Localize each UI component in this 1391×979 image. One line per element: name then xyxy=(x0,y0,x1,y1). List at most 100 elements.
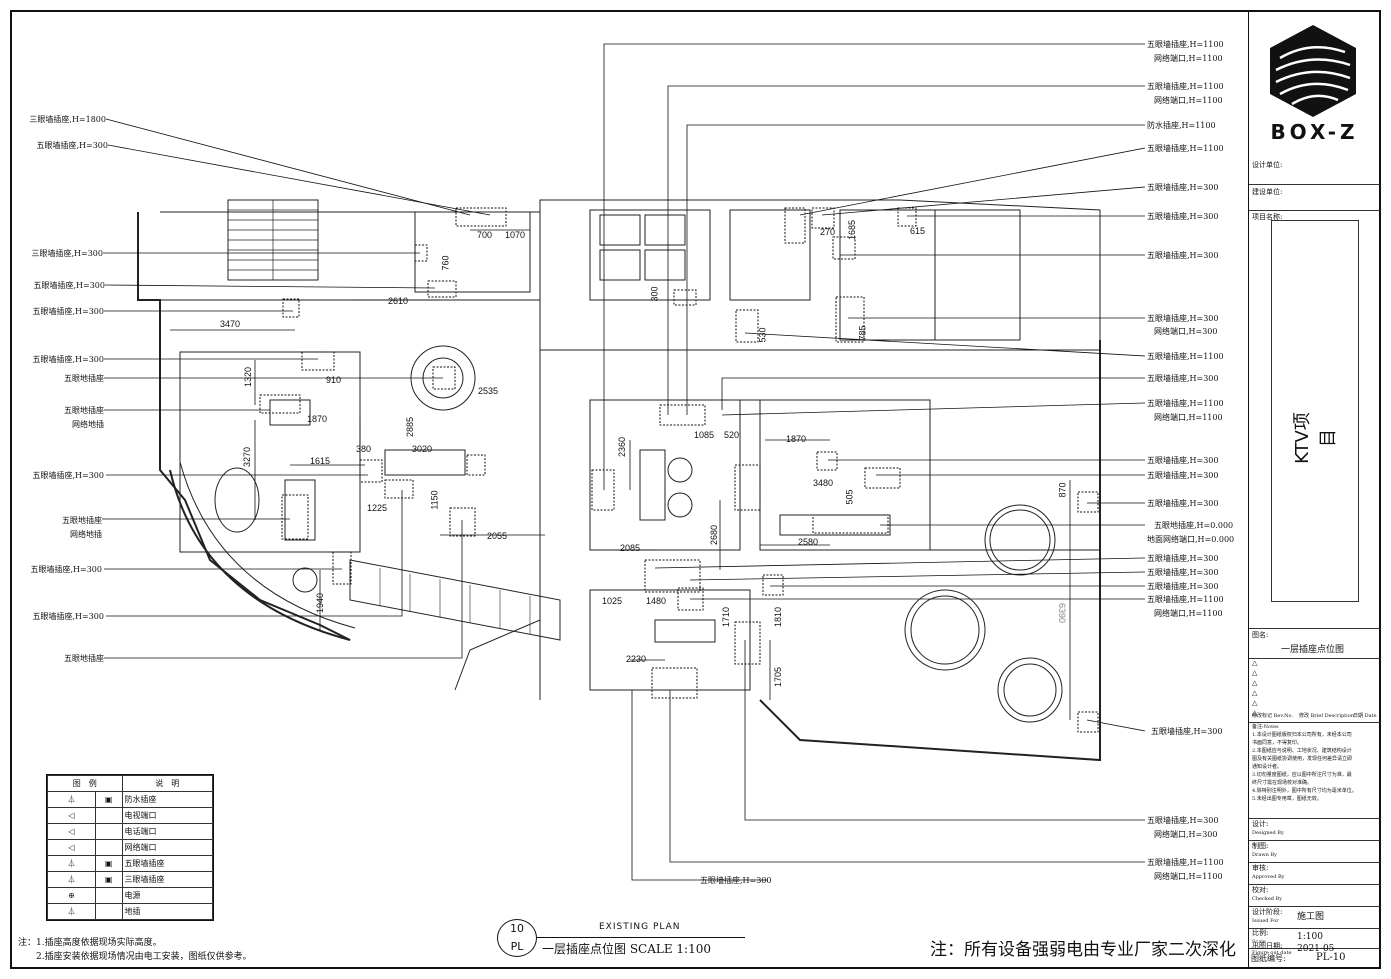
right-label: 五眼墙插座,H=300 xyxy=(1147,374,1219,383)
dim-text: 1025 xyxy=(602,596,623,606)
right-label: 五眼墙插座,H=300 xyxy=(1147,471,1219,480)
right-label: 五眼墙插座,H=300 xyxy=(1147,554,1219,563)
dim-text: 270 xyxy=(820,227,836,237)
dim-text: 1810 xyxy=(773,606,784,628)
logo-icon xyxy=(1270,25,1356,117)
legend-item: 三眼墙插座 xyxy=(121,871,213,888)
left-label: 五眼墙插座,H=300 xyxy=(32,307,105,316)
dim-text: 2680 xyxy=(709,524,720,546)
dim-text: 6390 xyxy=(1057,602,1068,624)
five-hole-socket-icon: ⏃ xyxy=(47,855,96,872)
title-block: BOX-Z 设计单位: 建设单位: 项目名称: KTV项目 图名: 一层插座点位… xyxy=(1248,12,1380,967)
dim-text: 505 xyxy=(844,489,855,505)
right-label: 五眼墙插座,H=1100 xyxy=(1147,40,1224,49)
dim-text: 2360 xyxy=(617,436,628,458)
right-label: 网络端口,H=1100 xyxy=(1154,609,1223,618)
drawing-number: 10 xyxy=(510,922,524,935)
left-label: 五眼墙插座,H=300 xyxy=(32,471,105,480)
right-label: 五眼地插座,H=0.000 xyxy=(1154,521,1234,530)
dim-text: 1870 xyxy=(307,414,328,424)
dim-text: 1480 xyxy=(646,596,667,606)
right-label: 五眼墙插座,H=300 xyxy=(1147,456,1219,465)
left-label: 五眼地插座 xyxy=(62,516,102,525)
right-label: 网络端口,H=300 xyxy=(1154,327,1218,336)
dim-text: 300 xyxy=(649,286,660,302)
legend-item: 地插 xyxy=(121,903,213,920)
left-label: 网络地插 xyxy=(70,530,102,539)
legend-item: 电源 xyxy=(121,887,213,904)
drawing-name: 一层插座点位图 xyxy=(1281,645,1345,655)
legend-item: 五眼墙插座 xyxy=(121,855,213,872)
right-label: 五眼墙插座,H=300 xyxy=(1147,582,1219,591)
existing-plan-label: EXISTING PLAN xyxy=(599,922,681,932)
project-name: KTV项目 xyxy=(1292,412,1339,464)
dim-text: 2885 xyxy=(405,416,416,438)
right-label: 网络端口,H=1100 xyxy=(1154,413,1223,422)
date-value: 2021-05 xyxy=(1297,944,1335,954)
stage-value: 施工图 xyxy=(1297,912,1325,922)
dim-text: 1940 xyxy=(315,592,326,614)
tv-port-icon: ◁ xyxy=(47,807,96,824)
floor-socket-icon: ⏃ xyxy=(47,903,96,920)
left-label: 五眼地插座 xyxy=(64,406,104,415)
logo-text: BOX-Z xyxy=(1270,120,1359,144)
right-label: 五眼墙插座,H=1100 xyxy=(1147,858,1224,867)
dim-text: 3270 xyxy=(242,446,253,468)
legend-item: 电视端口 xyxy=(121,807,213,824)
power-icon: ⊕ xyxy=(47,887,96,904)
dim-text: 910 xyxy=(326,375,342,385)
dim-text: 700 xyxy=(477,230,493,240)
big-note: 注：所有设备强弱电由专业厂家二次深化 xyxy=(930,940,1236,960)
right-label: 五眼墙插座,H=300 xyxy=(1147,183,1219,192)
number-label: 图纸编号: xyxy=(1251,954,1286,963)
right-label: 网络端口,H=1100 xyxy=(1154,54,1223,63)
left-label: 三眼墙插座,H=300 xyxy=(31,249,104,258)
three-hole-socket-icon: ⏃ xyxy=(47,871,96,888)
bottom-label: 五眼墙插座,H=300 xyxy=(700,876,772,885)
legend-table: 图 例 说 明 ⏃▣防水插座 ◁电视端口 ◁电话端口 ◁网络端口 ⏃▣五眼墙插座… xyxy=(46,774,214,921)
left-label: 五眼地插座 xyxy=(64,374,104,383)
left-label: 五眼墙插座,H=300 xyxy=(32,612,105,621)
dim-text: 1225 xyxy=(367,503,388,513)
dim-text: 1710 xyxy=(721,606,732,628)
dim-text: 2535 xyxy=(478,386,499,396)
waterproof-socket-icon: ⏃ xyxy=(47,791,96,808)
scale-value: 1:100 xyxy=(1297,932,1323,942)
dim-text: 1615 xyxy=(310,456,331,466)
dim-text: 2085 xyxy=(620,543,641,553)
right-label: 五眼墙插座,H=1100 xyxy=(1147,352,1224,361)
legend-item: 防水插座 xyxy=(121,791,213,808)
right-label: 五眼墙插座,H=300 xyxy=(1147,499,1219,508)
right-label: 网络端口,H=300 xyxy=(1154,830,1218,839)
legend-header-desc: 说 明 xyxy=(121,775,213,792)
drawing-number-value: PL-10 xyxy=(1316,952,1346,963)
bottom-notes: 注：1.插座高度依据现场实际高度。 2.插座安装依据现场情况由电工安装，图纸仅供… xyxy=(18,938,252,962)
right-label: 防水插座,H=1100 xyxy=(1147,121,1216,130)
dim-text: 1070 xyxy=(505,230,526,240)
right-label: 网络端口,H=1100 xyxy=(1154,872,1223,881)
legend-item: 网络端口 xyxy=(121,839,213,856)
left-label: 五眼墙插座,H=300 xyxy=(32,355,105,364)
right-label: 五眼墙插座,H=300 xyxy=(1147,568,1219,577)
right-label: 五眼墙插座,H=300 xyxy=(1147,314,1219,323)
dim-text: 870 xyxy=(1057,482,1068,498)
dim-text: 2230 xyxy=(626,654,647,664)
drawing-title: 10 PL EXISTING PLAN 一层插座点位图 SCALE 1:100 xyxy=(497,919,745,957)
dim-text: 2055 xyxy=(487,531,508,541)
legend-item: 电话端口 xyxy=(121,823,213,840)
legend-header-symbol: 图 例 xyxy=(47,775,123,792)
left-label: 五眼地插座 xyxy=(64,654,104,663)
dim-text: 3020 xyxy=(412,444,433,454)
right-label: 五眼墙插座,H=1100 xyxy=(1147,82,1224,91)
left-label: 五眼墙插座,H=300 xyxy=(30,565,103,574)
left-label: 五眼墙插座,H=300 xyxy=(36,141,109,150)
network-port-icon: ◁ xyxy=(47,839,96,856)
left-label: 五眼墙插座,H=300 xyxy=(33,281,106,290)
drawing-title-text: 一层插座点位图 SCALE 1:100 xyxy=(542,942,712,956)
dim-text: 520 xyxy=(724,430,740,440)
dim-text: 2580 xyxy=(798,537,819,547)
drawing-frame xyxy=(10,10,1381,969)
right-label: 地面网络端口,H=0.000 xyxy=(1147,535,1235,544)
right-label: 五眼墙插座,H=1100 xyxy=(1147,595,1224,604)
